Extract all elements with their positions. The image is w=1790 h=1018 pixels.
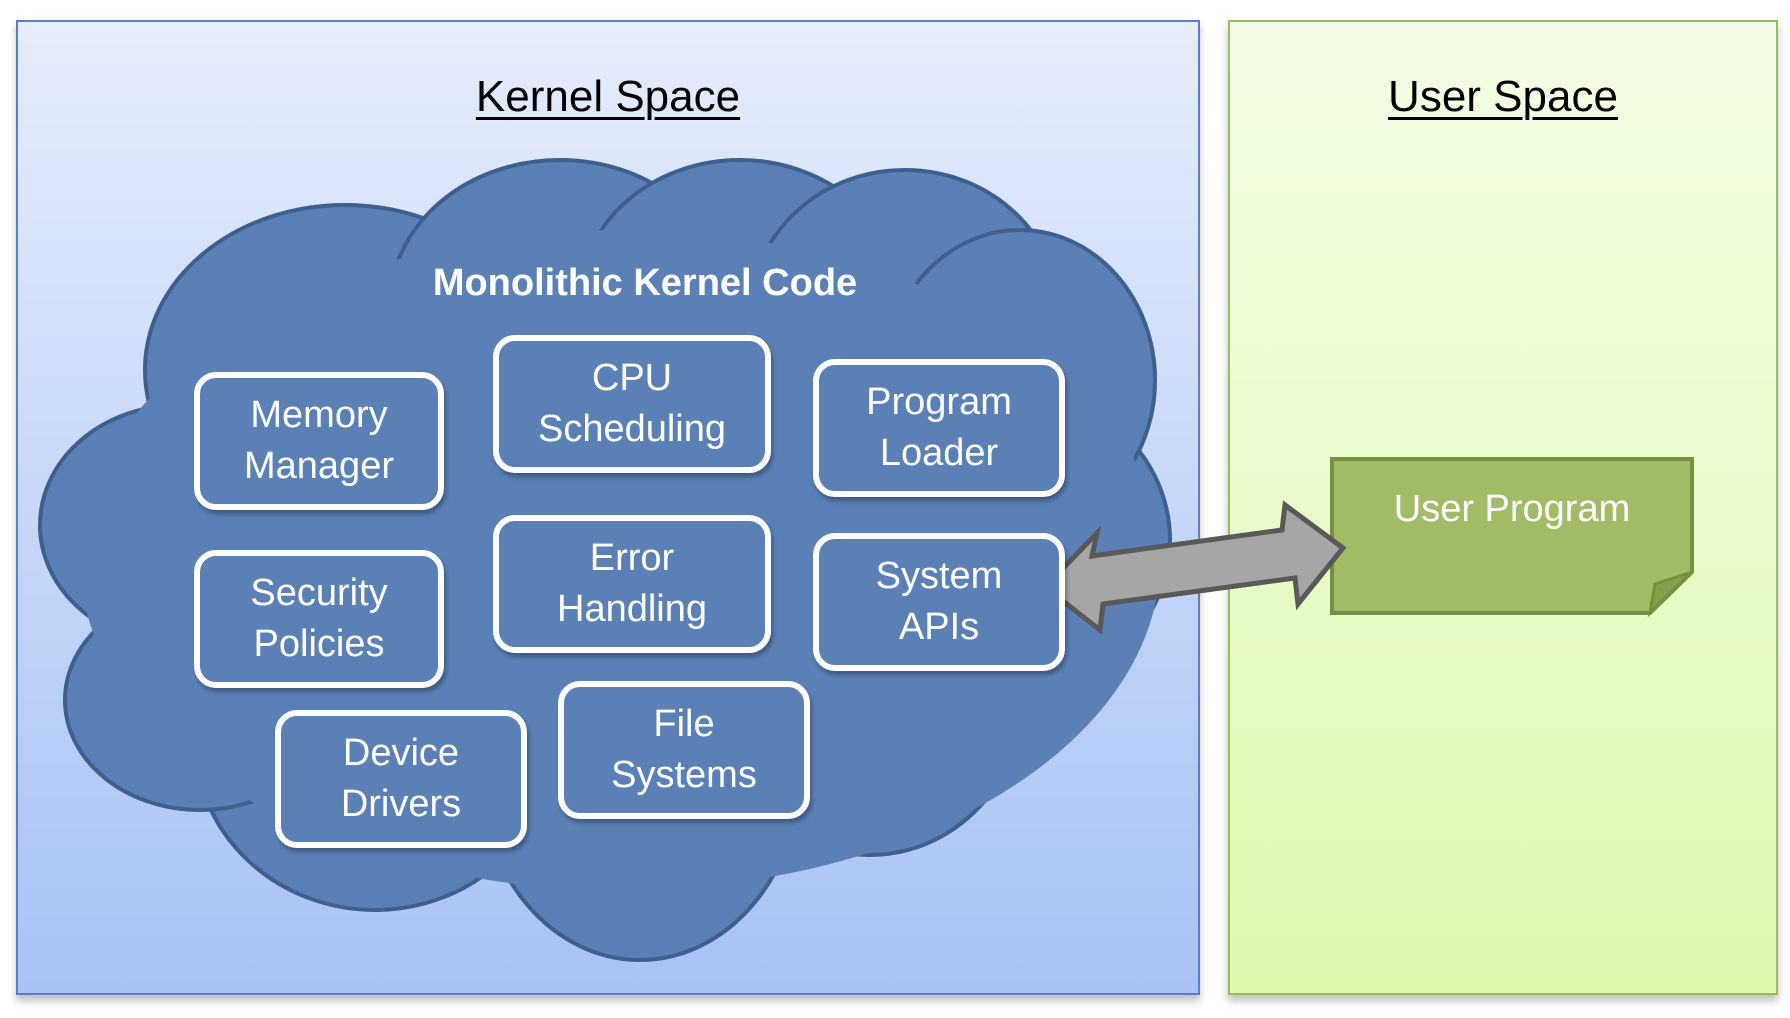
bidirectional-arrow — [1041, 500, 1347, 635]
user-program-box — [1330, 457, 1694, 615]
module-file-systems: File Systems — [558, 681, 810, 819]
module-system-apis: System APIs — [813, 533, 1065, 671]
user-program-label: User Program — [1393, 488, 1631, 530]
module-cpu-scheduling: CPU Scheduling — [493, 335, 771, 473]
module-memory-manager: Memory Manager — [194, 372, 444, 510]
module-program-loader: Program Loader — [813, 359, 1065, 497]
cloud-title: Monolithic Kernel Code — [432, 262, 858, 304]
module-device-drivers: Device Drivers — [275, 710, 527, 848]
kernel-space-title: Kernel Space — [475, 72, 741, 121]
module-security-policies: Security Policies — [194, 550, 444, 688]
module-error-handling: Error Handling — [493, 515, 771, 653]
user-program-note — [1330, 457, 1694, 618]
folded-corner — [1647, 570, 1694, 618]
user-space-title: User Space — [1388, 72, 1618, 121]
